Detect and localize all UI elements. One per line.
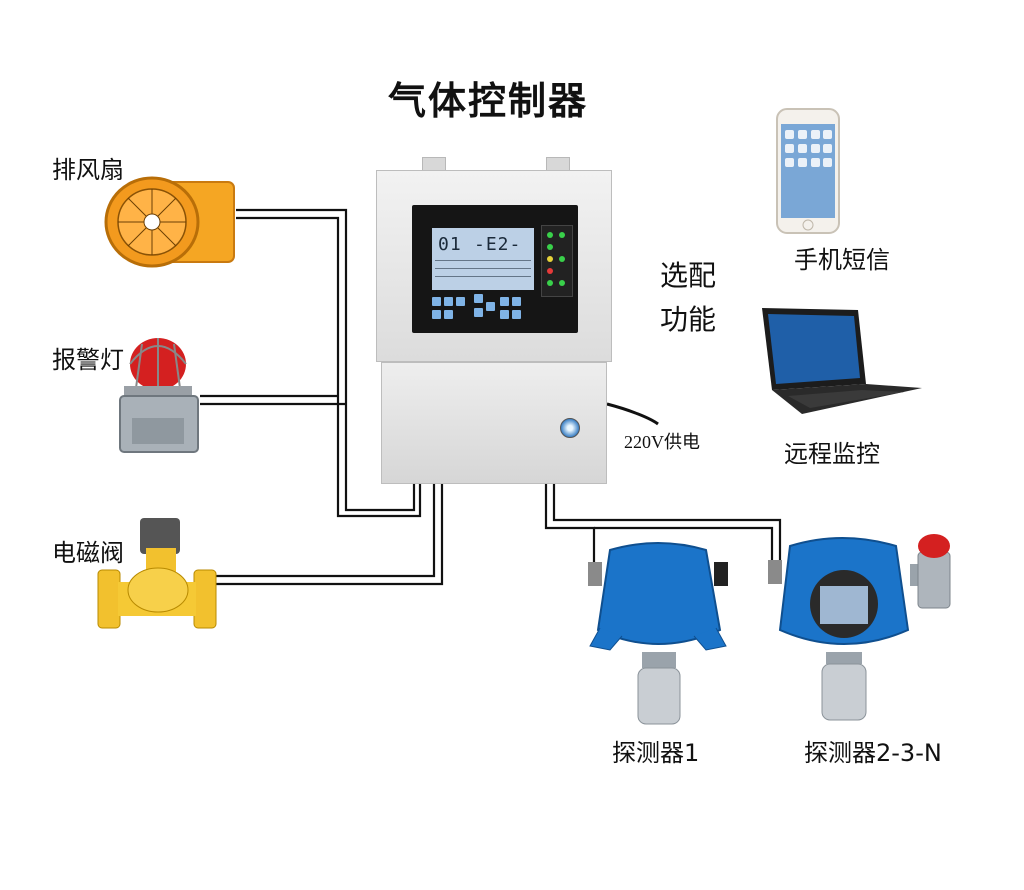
lcd-channel: 01 <box>438 234 462 255</box>
valve-label: 电磁阀 <box>52 539 124 567</box>
key <box>456 297 465 306</box>
gas-detector-2-icon <box>768 534 951 721</box>
led <box>559 280 565 286</box>
lcd-row <box>435 260 531 268</box>
wire-fan-a <box>236 208 416 512</box>
lcd-row <box>435 276 531 284</box>
cabinet-lock-icon <box>560 418 580 438</box>
optional-label-line1: 选配 <box>660 259 717 292</box>
power-cable <box>606 402 659 426</box>
led <box>559 256 565 262</box>
key-down <box>474 308 483 317</box>
laptop-icon <box>762 308 922 414</box>
fan-label: 排风扇 <box>52 156 124 184</box>
led <box>547 268 553 274</box>
key <box>512 310 521 319</box>
mount-tab-right <box>546 157 570 172</box>
led <box>547 244 553 250</box>
detector-2-label: 探测器2-3-N <box>804 739 942 767</box>
key-up <box>474 294 483 303</box>
diagram-title: 气体控制器 <box>388 79 589 123</box>
lcd-row <box>435 268 531 276</box>
remote-label: 远程监控 <box>784 440 880 468</box>
phone-label: 手机短信 <box>794 246 890 274</box>
detector-1-label: 探测器1 <box>612 739 700 767</box>
wire-detector-c <box>594 526 774 566</box>
wire-valve-a <box>214 482 436 578</box>
key <box>512 297 521 306</box>
mount-tab-left <box>422 157 446 172</box>
solenoid-valve-icon <box>97 518 217 629</box>
alarm-light-icon <box>119 338 199 453</box>
led <box>547 232 553 238</box>
key <box>444 310 453 319</box>
key <box>444 297 453 306</box>
wire-detector-b <box>552 482 782 566</box>
alarm-light-label: 报警灯 <box>52 346 124 374</box>
lcd-code: -E2- <box>474 234 522 255</box>
key <box>432 310 441 319</box>
smartphone-icon <box>776 108 840 234</box>
led <box>547 256 553 262</box>
key <box>432 297 441 306</box>
optional-label-line2: 功能 <box>660 303 717 336</box>
lcd-display: 01 -E2- <box>432 228 534 290</box>
status-leds <box>541 225 573 297</box>
led <box>559 232 565 238</box>
exhaust-fan-icon <box>104 176 235 268</box>
gas-detector-1-icon <box>588 542 728 725</box>
wire-valve-b <box>214 482 444 586</box>
led <box>547 280 553 286</box>
key <box>500 310 509 319</box>
wire-detector-a <box>544 482 596 570</box>
keypad <box>432 294 534 322</box>
wire-fan-b <box>236 216 422 518</box>
key-right <box>486 302 495 311</box>
key <box>500 297 509 306</box>
power-label: 220V供电 <box>624 432 700 452</box>
